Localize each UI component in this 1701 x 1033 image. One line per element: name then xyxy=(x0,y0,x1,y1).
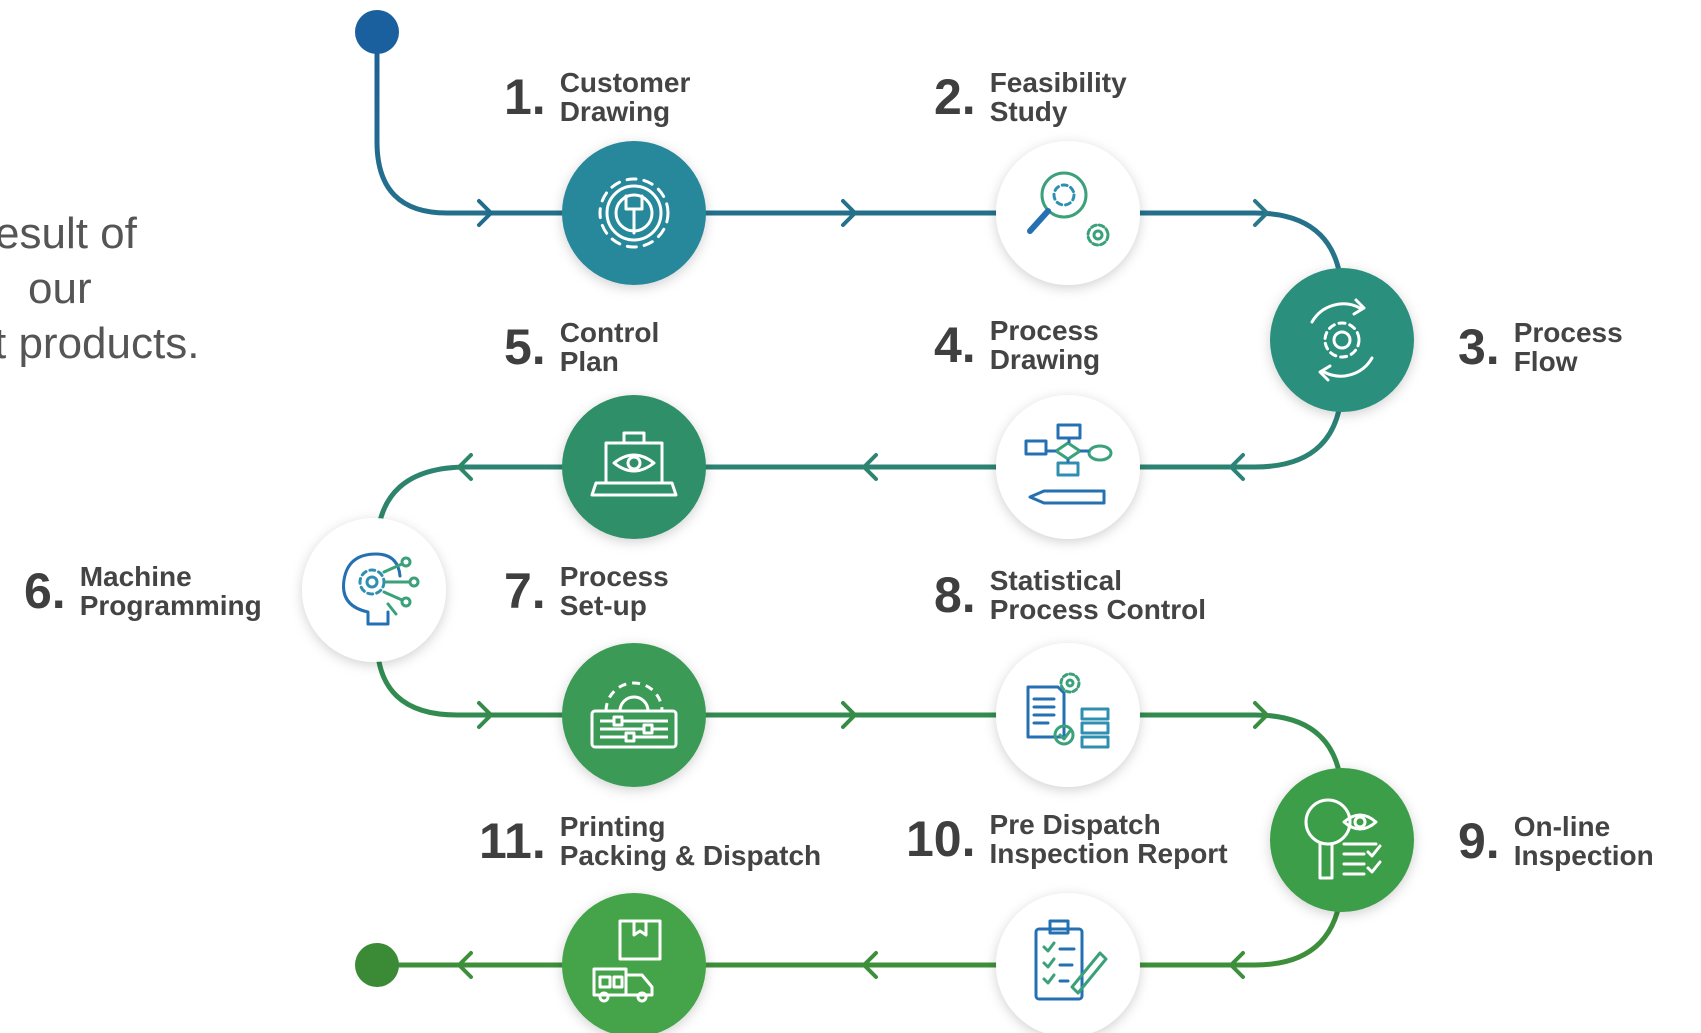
step-6-label: 6. Machine Programming xyxy=(24,562,262,620)
flowchart-pencil-icon xyxy=(1024,423,1113,505)
arrow-left-icon xyxy=(1229,951,1245,979)
intro-text-line-1: esult of xyxy=(0,209,137,258)
step-title-line-1: Process xyxy=(1513,317,1623,348)
step-9-node xyxy=(1270,768,1414,912)
laptop-eye-icon xyxy=(590,431,678,497)
step-6-node xyxy=(302,518,446,662)
step-3-node xyxy=(1270,268,1414,412)
start-dot xyxy=(355,10,399,54)
document-gear-chart-icon xyxy=(1026,672,1110,749)
step-title-line-1: Control xyxy=(559,317,660,348)
end-dot xyxy=(355,943,399,987)
arrow-left-icon xyxy=(862,951,878,979)
step-number: 5. xyxy=(504,319,546,375)
step-7-node xyxy=(562,643,706,787)
step-number: 6. xyxy=(24,563,66,619)
step-8-circle xyxy=(996,643,1140,787)
step-title-line-2: Set-up xyxy=(559,590,647,621)
step-title-line-1: Customer xyxy=(559,67,691,98)
step-4-node xyxy=(996,395,1140,539)
step-title-line-2: Drawing xyxy=(989,344,1101,375)
step-11-node xyxy=(562,893,706,1033)
step-title-line-1: Statistical xyxy=(989,565,1122,596)
step-title-line-1: Feasibility xyxy=(989,67,1127,98)
step-6-circle xyxy=(302,518,446,662)
step-number: 11. xyxy=(479,813,546,869)
magnifier-eye-checklist-icon xyxy=(1304,798,1382,880)
step-title-line-1: Printing xyxy=(559,811,666,842)
step-2-circle xyxy=(996,141,1140,285)
arrow-right-icon xyxy=(477,199,493,227)
step-7-circle xyxy=(562,643,706,787)
step-10-circle xyxy=(996,893,1140,1033)
step-title-line-1: On-line xyxy=(1513,811,1611,842)
step-title-line-2: Packing & Dispatch xyxy=(559,840,822,871)
step-1-label: 1. Customer Drawing xyxy=(504,68,690,126)
step-5-node xyxy=(562,395,706,539)
step-11-circle xyxy=(562,893,706,1033)
step-number: 10. xyxy=(906,811,976,867)
arrow-left-icon xyxy=(1229,453,1245,481)
step-8-label: 8. Statistical Process Control xyxy=(934,566,1206,624)
step-4-label: 4. Process Drawing xyxy=(934,316,1100,374)
box-truck-icon xyxy=(592,919,662,1003)
step-title-line-2: Process Control xyxy=(989,594,1206,625)
step-title-line-2: Drawing xyxy=(559,96,671,127)
step-title-line-1: Pre Dispatch xyxy=(989,809,1161,840)
step-2-label: 2. Feasibility Study xyxy=(934,68,1127,126)
arrow-right-icon xyxy=(841,199,857,227)
step-5-label: 5. Control Plan xyxy=(504,318,659,376)
arrow-right-icon xyxy=(1253,701,1269,729)
intro-text-line-3: t products. xyxy=(0,319,200,368)
step-number: 7. xyxy=(504,563,546,619)
step-number: 4. xyxy=(934,317,976,373)
arrow-left-icon xyxy=(457,453,473,481)
step-3-circle xyxy=(1270,268,1414,412)
arrow-right-icon xyxy=(841,701,857,729)
step-11-label: 11. Printing Packing & Dispatch xyxy=(479,812,821,870)
step-3-label: 3. Process Flow xyxy=(1458,318,1623,376)
step-title-line-1: Process xyxy=(989,315,1099,346)
step-9-label: 9. On-line Inspection xyxy=(1458,812,1654,870)
step-2-node xyxy=(996,141,1140,285)
step-title-line-2: Flow xyxy=(1513,346,1578,377)
step-number: 1. xyxy=(504,69,546,125)
arrow-left-icon xyxy=(457,951,473,979)
intro-text-line-2: our xyxy=(28,264,92,313)
head-gear-circuit-icon xyxy=(342,552,420,626)
gear-wrench-icon xyxy=(598,177,670,249)
arrow-right-icon xyxy=(1253,199,1269,227)
step-7-label: 7. Process Set-up xyxy=(504,562,669,620)
step-number: 3. xyxy=(1458,319,1500,375)
clipboard-checklist-icon xyxy=(1034,919,1108,1001)
step-number: 9. xyxy=(1458,813,1500,869)
step-title-line-2: Inspection xyxy=(1513,840,1654,871)
step-title-line-2: Study xyxy=(989,96,1068,127)
arrow-right-icon xyxy=(477,701,493,729)
step-5-circle xyxy=(562,395,706,539)
step-number: 2. xyxy=(934,69,976,125)
step-number: 8. xyxy=(934,567,976,623)
magnifier-gears-icon xyxy=(1027,171,1110,247)
step-10-node xyxy=(996,893,1140,1033)
step-title-line-2: Plan xyxy=(559,346,619,377)
step-title-line-1: Process xyxy=(559,561,669,592)
step-title-line-2: Inspection Report xyxy=(989,838,1228,869)
step-title-line-1: Machine xyxy=(79,561,192,592)
step-1-node xyxy=(562,141,706,285)
gear-control-panel-icon xyxy=(590,681,678,749)
step-4-circle xyxy=(996,395,1140,539)
step-10-label: 10. Pre Dispatch Inspection Report xyxy=(906,810,1228,868)
gear-cycle-icon xyxy=(1310,298,1374,382)
step-title-line-2: Programming xyxy=(79,590,262,621)
step-8-node xyxy=(996,643,1140,787)
arrow-left-icon xyxy=(862,453,878,481)
